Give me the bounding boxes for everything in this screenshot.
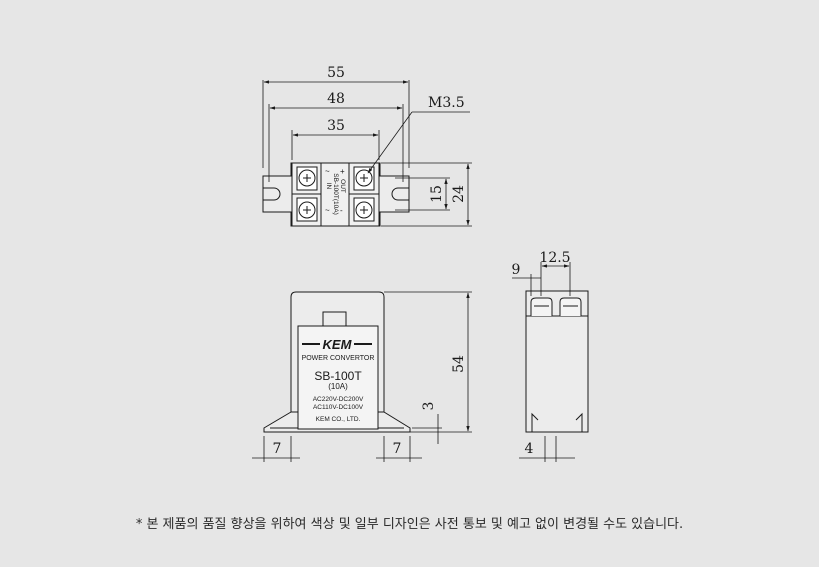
dim-flange-thickness: 3 (421, 402, 437, 411)
label-model-rating: SB-100T(10A) (332, 173, 339, 215)
terminal-mark-out-plus: + (340, 167, 345, 176)
company-text: KEM CO., LTD. (316, 416, 361, 423)
side-left-terminal (530, 297, 553, 316)
side-right-terminal (559, 297, 582, 316)
front-top-tab (322, 311, 347, 327)
dim-front-height: 54 (451, 355, 467, 373)
brand-logo-text: KEM (323, 337, 353, 352)
side-left-flange (531, 412, 539, 432)
dim-terminal-offset: 9 (512, 262, 521, 278)
dim-overall-width: 55 (327, 65, 345, 81)
terminal-mark-in-ac-2: ~ (325, 206, 330, 215)
spec-line-1: AC220V-DC200V (313, 396, 364, 403)
model-text: SB-100T (314, 369, 362, 383)
dim-hole-pitch: 48 (327, 91, 345, 107)
terminal-side-label: IN SB-100T(10A) OUT (325, 173, 346, 215)
right-mounting-slot (391, 187, 409, 201)
front-view (252, 291, 472, 462)
dim-top-height: 24 (451, 185, 467, 203)
product-line-text: POWER CONVERTOR (302, 355, 375, 362)
top-view (262, 80, 472, 227)
screw-top-left (296, 166, 318, 191)
dim-left-tab: 7 (273, 441, 282, 457)
label-in: IN (325, 183, 332, 190)
terminal-mark-out-minus: - (340, 206, 343, 215)
side-view (512, 262, 589, 462)
side-right-flange (575, 412, 583, 432)
rating-text: (10A) (328, 382, 348, 391)
dim-terminal-spacing: 12.5 (539, 250, 570, 266)
dim-side-tab: 4 (525, 441, 534, 457)
dim-right-tab: 7 (393, 441, 402, 457)
dim-screw-size: M3.5 (428, 95, 465, 111)
left-mounting-slot (263, 187, 281, 201)
screw-top-right (353, 166, 375, 191)
notice-text: * 본 제품의 품질 향상을 위하여 색상 및 일부 디자인은 사전 통보 및 … (135, 517, 684, 532)
label-out: OUT (339, 179, 346, 193)
spec-line-2: AC110V-DC100V (313, 404, 364, 411)
screw-bottom-right (353, 197, 375, 222)
terminal-mark-in-ac: ~ (325, 167, 330, 176)
dim-terminal-pitch: 15 (429, 185, 445, 203)
screw-bottom-left (296, 197, 318, 222)
dim-terminal-span: 35 (327, 118, 345, 134)
m35-leader-line (367, 111, 413, 174)
